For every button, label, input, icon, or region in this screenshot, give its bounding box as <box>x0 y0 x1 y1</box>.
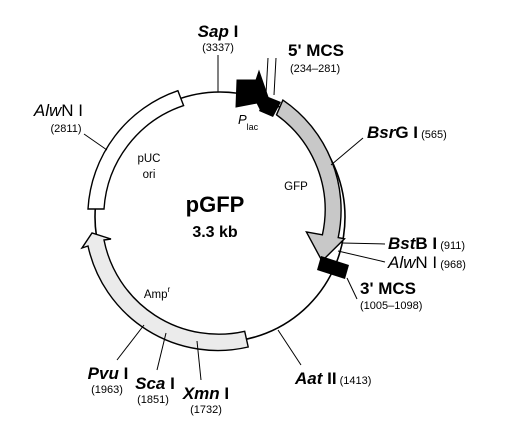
gfp-label: GFP <box>284 181 308 193</box>
plasmid-size: 3.3 kb <box>192 224 238 241</box>
amp-label: Ampr <box>144 285 171 301</box>
mcs-5prime-range: (234–281) <box>290 63 340 75</box>
scaI-tick <box>156 332 167 371</box>
bsrGI-label: BsrG I (565) <box>367 123 447 142</box>
mcs-5prime-bar <box>259 96 281 117</box>
amp-arrow <box>80 232 250 352</box>
pvuI-tick <box>116 324 145 361</box>
mcs-5prime-leader-2 <box>265 57 269 95</box>
alwNI-right-label: AlwN I (968) <box>387 253 466 272</box>
mcs-3prime-leader <box>346 277 358 300</box>
alwNI-top-position: (2811) <box>51 123 82 135</box>
puc-ori-block <box>87 89 185 210</box>
sapI-label: Sap I <box>198 22 239 41</box>
mcs-5prime-leader <box>273 57 277 96</box>
bstBI-tick <box>341 242 386 245</box>
pvuI-label: Pvu I <box>88 364 129 383</box>
alwNI-top-tick <box>83 133 108 151</box>
bstBI-label: BstB I (911) <box>388 234 465 253</box>
puc-ori-label-1: pUC <box>137 153 160 165</box>
mcs-3prime-label: 3' MCS <box>360 279 416 298</box>
scaI-position: (1851) <box>137 394 169 406</box>
bsrGI-tick <box>330 137 364 166</box>
xmnI-position: (1732) <box>190 404 222 416</box>
xmnI-label: Xmn I <box>182 384 229 403</box>
sapI-position: (3337) <box>202 42 234 54</box>
alwNI-right-tick <box>337 250 386 263</box>
aatII-label: Aat II (1413) <box>294 369 371 388</box>
puc-ori-label-2: ori <box>143 169 156 181</box>
pvuI-position: (1963) <box>91 384 123 396</box>
xmnI-tick <box>196 340 202 381</box>
mcs-3prime-bar <box>317 256 349 279</box>
plasmid-name: pGFP <box>186 192 245 217</box>
aatII-tick <box>277 329 302 366</box>
plac-label: Plac <box>238 112 259 132</box>
mcs-3prime-range: (1005–1098) <box>360 300 422 312</box>
scaI-label: Sca I <box>135 374 175 393</box>
alwNI-top-label: AlwN I <box>33 101 83 120</box>
mcs-5prime-label: 5' MCS <box>288 41 344 60</box>
